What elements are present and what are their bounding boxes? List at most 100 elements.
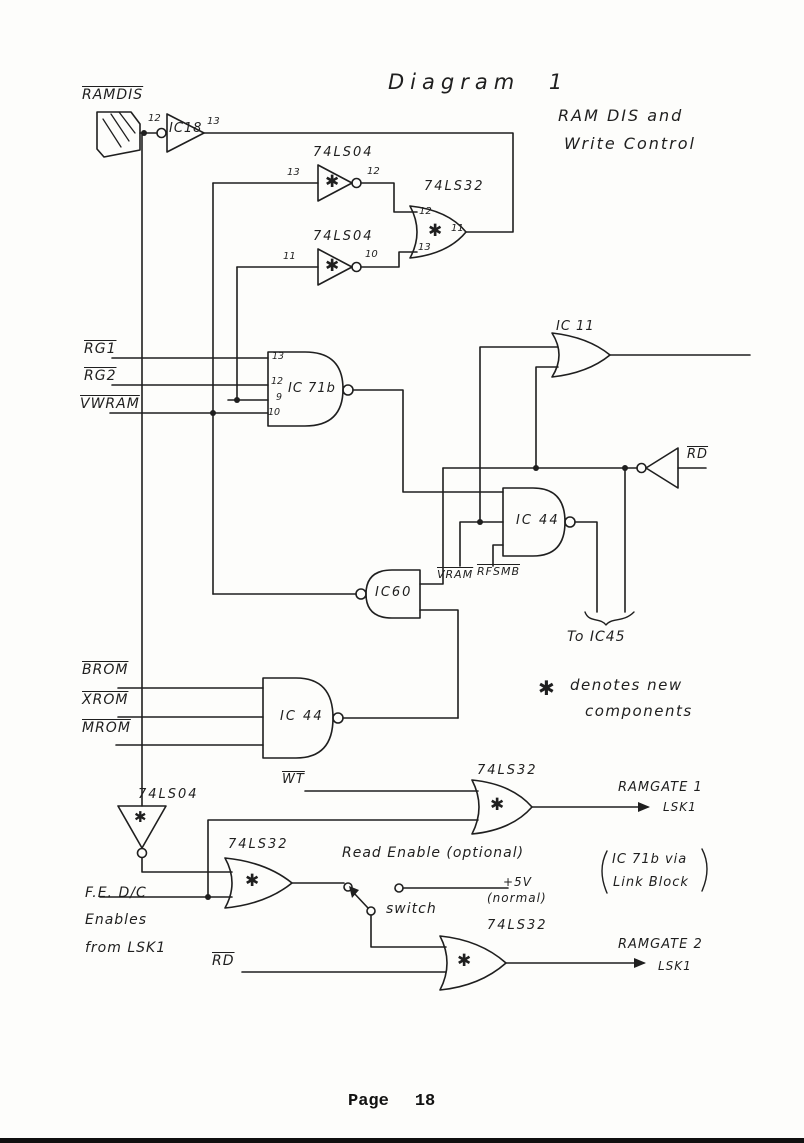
ic71b-pin10: 10 xyxy=(268,407,281,418)
ic44-low-nand xyxy=(115,677,459,759)
ic71b-label: IC 71b xyxy=(288,381,336,396)
ic44-mid-nand xyxy=(459,487,598,613)
subtitle-line1: RAM DIS and xyxy=(558,106,684,125)
ic71b-pin12: 12 xyxy=(271,376,284,387)
link-note-paren-left xyxy=(601,850,608,894)
signal-xrom: XROM xyxy=(82,692,129,708)
inverter-c-label: 74LS04 xyxy=(138,787,199,802)
or-ramgate1-label: 74LS32 xyxy=(477,763,538,778)
link-note-line1: IC 71b via xyxy=(612,852,688,867)
signal-vram: VRAM xyxy=(437,568,474,581)
wire-rd-to-ic60 xyxy=(419,467,444,585)
junction-dots xyxy=(141,130,628,900)
or-gate-fe xyxy=(99,819,479,909)
ramgate1-label: RAMGATE 1 xyxy=(618,780,703,795)
rd-inverter xyxy=(419,447,707,613)
scan-edge-artifact xyxy=(0,1138,804,1143)
wire-ic11-input-b xyxy=(535,366,559,469)
inverter-b-new-mark: ✱ xyxy=(325,256,341,276)
ic71b-pin9: 9 xyxy=(276,392,283,403)
inverter-c-74ls04 xyxy=(117,805,233,873)
link-note-line2: Link Block xyxy=(613,875,689,890)
ic11-label: IC 11 xyxy=(556,319,595,334)
ramgate1-dest-label: LSK1 xyxy=(663,800,697,814)
or-top-pin-out: 11 xyxy=(451,223,464,234)
wire-rfsmb-input xyxy=(492,544,504,567)
link-note-paren-right xyxy=(701,848,708,892)
inverter-a-label: 74LS04 xyxy=(313,145,374,160)
ic71b-nand xyxy=(267,351,504,493)
signal-mrom: MROM xyxy=(82,720,131,736)
signal-rg2: RG2 xyxy=(84,368,117,384)
read-enable-switch xyxy=(343,882,509,948)
wire-ic11-input-a xyxy=(479,346,559,523)
page-footer-label: Page xyxy=(348,1092,389,1111)
inverter-a-pin-in: 13 xyxy=(287,167,300,178)
or-fe-new-mark: ✱ xyxy=(245,871,261,891)
signal-wt: WT xyxy=(282,772,305,787)
to-ic45-brace xyxy=(584,611,635,626)
legend-star-mark: ✱ xyxy=(538,676,556,700)
or-gate-ramgate2 xyxy=(241,935,646,991)
ramdis-connector-symbol xyxy=(96,111,141,158)
fe-note-line3: from LSK1 xyxy=(85,940,167,956)
plus5v-label: +5V xyxy=(503,875,532,889)
ic18-label: IC18 xyxy=(169,121,203,136)
or-ramgate2-new-mark: ✱ xyxy=(457,951,473,971)
wire-inv-b-output xyxy=(360,251,418,268)
wire-ic44-output-to-ic45 xyxy=(574,521,598,613)
switch-arm xyxy=(352,891,369,909)
wire-inv-c-output xyxy=(141,857,233,873)
or-top-label: 74LS32 xyxy=(424,179,485,194)
wire-fe-to-ramgate1-gate xyxy=(207,819,479,898)
normal-label: (normal) xyxy=(487,891,547,905)
ic18-pin-in: 12 xyxy=(148,113,161,124)
subtitle-line2: Write Control xyxy=(564,134,696,153)
inverter-c-new-mark: ✱ xyxy=(134,808,148,826)
inverter-b-pin-in: 11 xyxy=(283,251,296,262)
wire-switch-pole xyxy=(370,914,447,948)
page-footer: Page 18 xyxy=(348,1092,435,1111)
or-gate-ramgate1 xyxy=(304,779,650,835)
fe-note-line1: F.E. D/C xyxy=(85,885,147,901)
inverter-b-label: 74LS04 xyxy=(313,229,374,244)
inverter-a-pin-out: 12 xyxy=(367,166,380,177)
wire-top-loop xyxy=(203,132,514,233)
or-fe-label: 74LS32 xyxy=(228,837,289,852)
signal-rd-right: RD xyxy=(687,447,709,462)
signal-vwram: VWRAM xyxy=(80,396,140,412)
inverter-b-pin-out: 10 xyxy=(365,249,378,260)
to-ic45-note: To IC45 xyxy=(567,629,626,645)
or-gate-74ls32-top xyxy=(409,205,467,259)
fe-note-line2: Enables xyxy=(85,912,147,928)
diagram-title: Diagram 1 xyxy=(388,70,569,94)
or-top-pin-a: 12 xyxy=(419,206,432,217)
wire-ic71b-output xyxy=(352,389,504,493)
wire-ic60-input-b xyxy=(419,609,459,719)
ramgate2-dest-label: LSK1 xyxy=(658,959,692,973)
ic60-nand xyxy=(212,569,459,719)
inverter-a-74ls04 xyxy=(212,164,418,213)
signal-rd-bottom: RD xyxy=(212,953,235,969)
signal-rfsmb: RFSMB xyxy=(477,565,520,578)
ic71b-pin13: 13 xyxy=(272,351,285,362)
switch-label: switch xyxy=(386,901,437,917)
page-footer-number: 18 xyxy=(414,1092,436,1111)
or-top-pin-b: 13 xyxy=(418,242,431,253)
signal-ramdis: RAMDIS xyxy=(82,87,144,103)
ic44-low-label: IC 44 xyxy=(280,709,324,724)
inverter-a-new-mark: ✱ xyxy=(325,172,341,192)
signal-brom: BROM xyxy=(82,662,129,678)
legend-line2: components xyxy=(585,702,693,720)
ic44-mid-label: IC 44 xyxy=(516,513,560,528)
wire-vram-input xyxy=(459,521,504,567)
read-enable-note: Read Enable (optional) xyxy=(342,845,525,861)
ic11-or-gate xyxy=(479,332,751,523)
signal-rg1: RG1 xyxy=(84,341,117,357)
or-top-new-mark: ✱ xyxy=(428,221,444,241)
ic60-label: IC60 xyxy=(375,585,413,600)
inverter-b-74ls04 xyxy=(236,248,418,286)
ramgate2-label: RAMGATE 2 xyxy=(618,937,703,952)
